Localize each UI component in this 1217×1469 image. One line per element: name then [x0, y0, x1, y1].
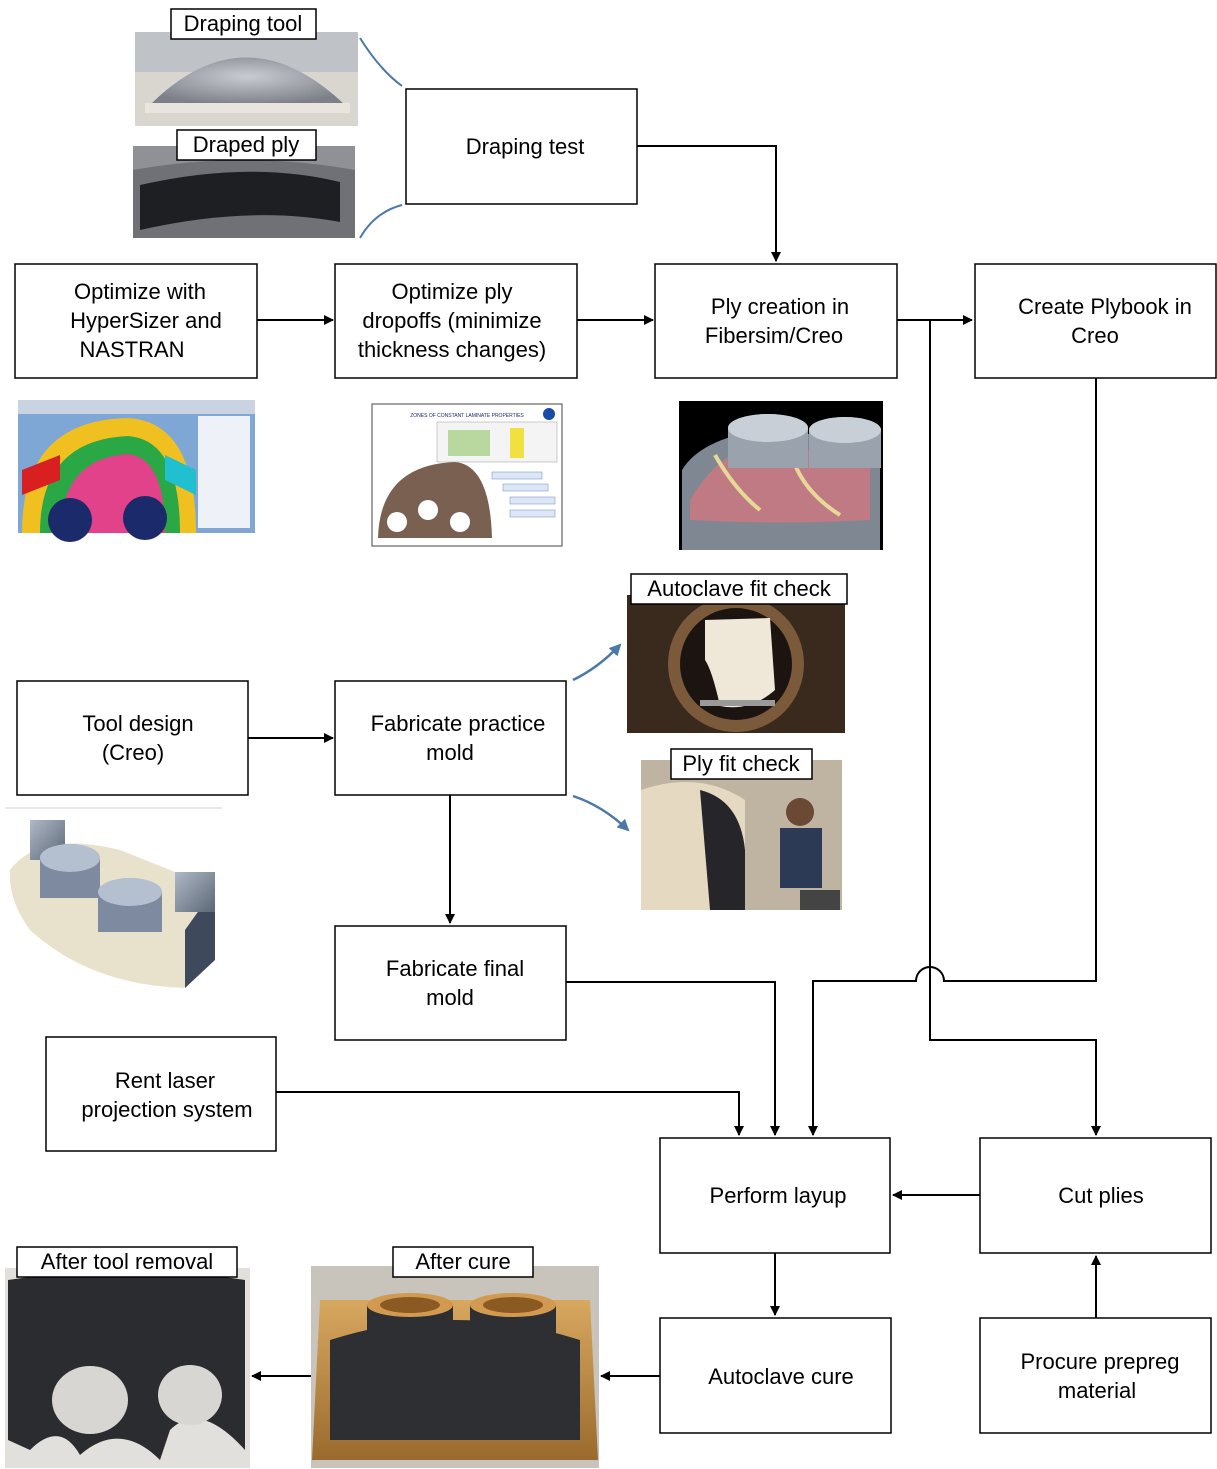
svg-text:Ply creation in: Ply creation in — [711, 294, 849, 319]
arrow-final-to-layup — [565, 981, 780, 1136]
autoclave-fit-label: Autoclave fit check — [630, 573, 848, 605]
autoclave-fit-curved-arrow — [572, 643, 622, 682]
svg-text:thickness changes): thickness changes) — [358, 337, 546, 362]
svg-text:Optimize with: Optimize with — [74, 279, 206, 304]
after-cure-label: After cure — [392, 1246, 534, 1278]
svg-text:material: material — [1058, 1378, 1136, 1403]
svg-text:Autoclave cure: Autoclave cure — [708, 1364, 854, 1389]
box-tool-design: Tool design (Creo) — [16, 680, 249, 796]
after-tool-removal-photo — [5, 1268, 250, 1468]
zones-screenshot: ZONES OF CONSTANT LAMINATE PROPERTIES — [371, 403, 563, 547]
svg-text:HyperSizer and: HyperSizer and — [70, 308, 222, 333]
svg-text:Autoclave fit check: Autoclave fit check — [647, 576, 831, 601]
draped-ply-label: Draped ply — [176, 129, 317, 161]
svg-text:Ply fit check: Ply fit check — [682, 751, 800, 776]
ply-fit-photo — [641, 760, 842, 910]
box-ply-creation: Ply creation in Fibersim/Creo — [654, 263, 898, 379]
svg-text:Rent laser: Rent laser — [115, 1068, 215, 1093]
box-create-plybook: Create Plybook in Creo — [974, 263, 1217, 379]
svg-text:Fabricate final: Fabricate final — [386, 956, 524, 981]
svg-text:Fibersim/Creo: Fibersim/Creo — [705, 323, 843, 348]
box-perform-layup: Perform layup — [659, 1137, 891, 1254]
arrow-draping-to-ply — [637, 145, 781, 262]
svg-text:NASTRAN: NASTRAN — [79, 337, 184, 362]
svg-text:mold: mold — [426, 740, 474, 765]
svg-text:Creo: Creo — [1071, 323, 1119, 348]
hypersizer-screenshot — [18, 400, 255, 542]
svg-text:After cure: After cure — [415, 1249, 510, 1274]
after-cure-photo — [311, 1266, 599, 1468]
svg-text:Cut plies: Cut plies — [1058, 1183, 1144, 1208]
tool-design-render — [5, 807, 222, 988]
box-draping-test: Draping test — [405, 88, 638, 205]
arrow-laser-to-layup — [276, 1091, 744, 1136]
box-rent-laser: Rent laser projection system — [45, 1036, 277, 1152]
ply-fit-label: Ply fit check — [670, 748, 813, 780]
svg-text:Fabricate practice: Fabricate practice — [371, 711, 546, 736]
svg-text:Draped ply: Draped ply — [193, 132, 299, 157]
box-optimize-hypersizer: Optimize with HyperSizer and NASTRAN — [14, 263, 258, 379]
box-optimize-ply: Optimize ply dropoffs (minimize thicknes… — [334, 263, 578, 379]
arrow-plybook-to-layup — [808, 378, 1097, 1136]
box-fabricate-final: Fabricate final mold — [334, 925, 567, 1041]
svg-text:Draping test: Draping test — [466, 134, 585, 159]
draping-tool-photo — [135, 32, 358, 126]
box-cut-plies: Cut plies — [979, 1137, 1212, 1254]
after-tool-removal-label: After tool removal — [16, 1246, 238, 1278]
autoclave-fit-photo — [627, 595, 845, 733]
svg-text:projection system: projection system — [81, 1097, 252, 1122]
draped-ply-photo — [133, 146, 355, 238]
box-fabricate-practice: Fabricate practice mold — [334, 680, 567, 796]
fibersim-render — [679, 401, 883, 550]
svg-text:Perform layup: Perform layup — [710, 1183, 847, 1208]
svg-text:dropoffs (minimize: dropoffs (minimize — [362, 308, 541, 333]
arrow-ply-creation-to-cut-plies — [929, 320, 1101, 1136]
draped-ply-connector — [359, 204, 403, 239]
svg-text:After tool removal: After tool removal — [41, 1249, 213, 1274]
svg-text:Procure prepreg: Procure prepreg — [1021, 1349, 1180, 1374]
svg-text:Optimize ply: Optimize ply — [391, 279, 512, 304]
svg-text:(Creo): (Creo) — [102, 740, 164, 765]
ply-fit-curved-arrow — [572, 794, 630, 832]
svg-text:mold: mold — [426, 985, 474, 1010]
draping-tool-connector — [359, 37, 403, 87]
svg-text:Create Plybook in: Create Plybook in — [1018, 294, 1192, 319]
svg-text:ZONES OF CONSTANT LAMINATE PRO: ZONES OF CONSTANT LAMINATE PROPERTIES — [410, 413, 524, 419]
box-autoclave-cure: Autoclave cure — [659, 1317, 892, 1434]
draping-tool-label: Draping tool — [170, 8, 317, 40]
svg-text:Tool design: Tool design — [82, 711, 193, 736]
svg-text:Draping tool: Draping tool — [184, 11, 303, 36]
box-procure-prepreg: Procure prepreg material — [979, 1317, 1212, 1434]
